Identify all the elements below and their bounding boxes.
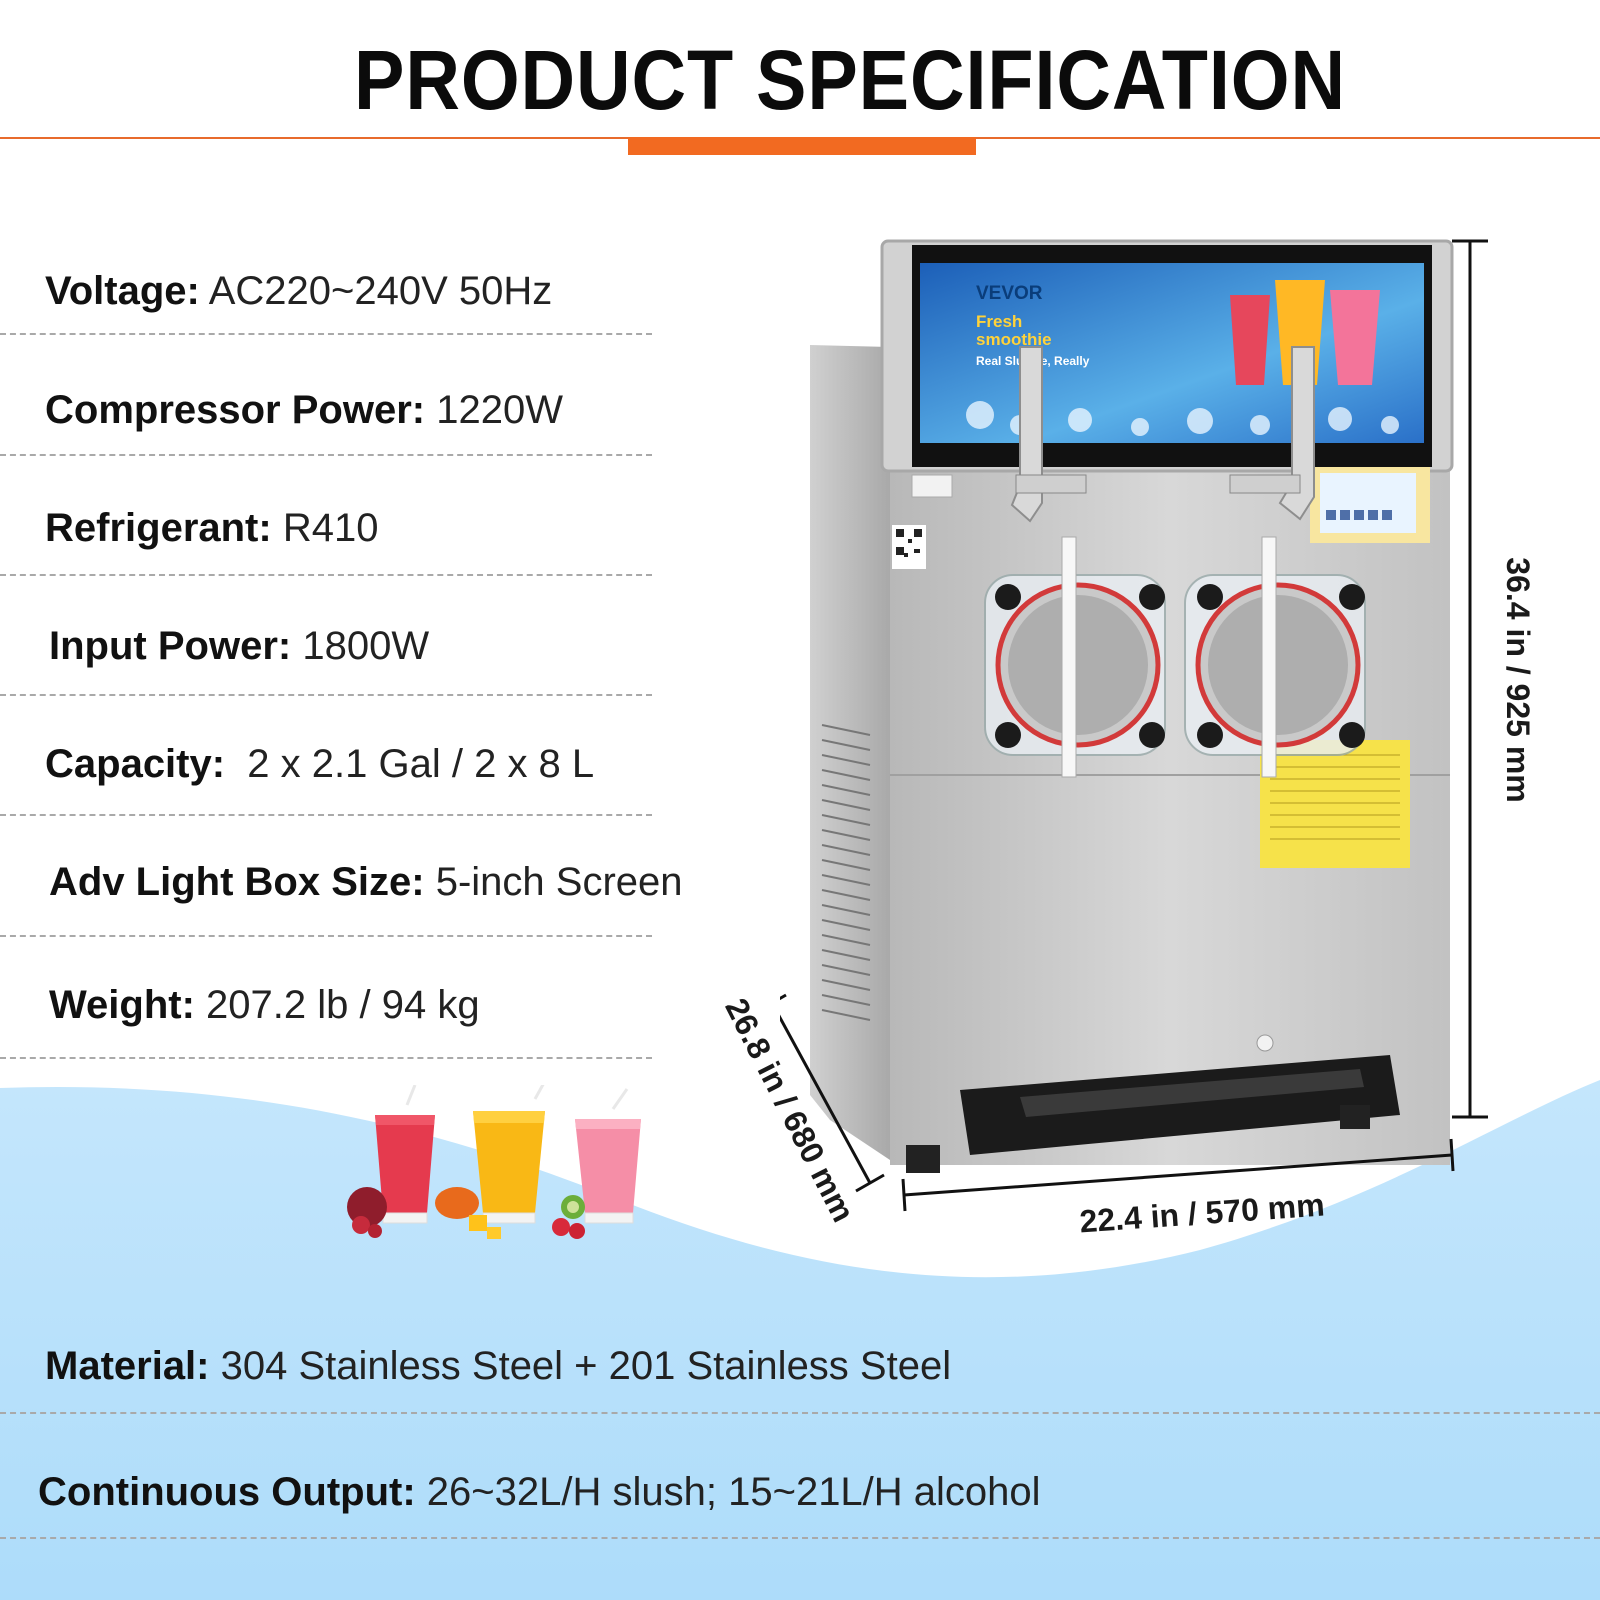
spec-label: Compressor Power: [45,388,426,432]
spec-divider [0,935,652,937]
spec-compressor-power: Compressor Power: 1220W [45,390,563,430]
screen-headline-2: smoothie [976,330,1052,349]
spec-value: AC220~240V 50Hz [208,269,553,313]
spec-label: Adv Light Box Size: [49,860,425,904]
spec-light-box-size: Adv Light Box Size: 5-inch Screen [49,862,683,902]
spec-value: 5-inch Screen [435,860,683,904]
spec-refrigerant: Refrigerant: R410 [45,508,378,548]
spec-value: 304 Stainless Steel + 201 Stainless Stee… [220,1344,952,1388]
spec-continuous-output: Continuous Output: 26~32L/H slush; 15~21… [38,1472,1041,1512]
spec-divider [0,454,652,456]
spec-voltage: Voltage: AC220~240V 50Hz [45,271,552,311]
spec-divider [0,1057,652,1059]
spec-label: Capacity: [45,742,226,786]
spec-divider [0,1412,1600,1414]
spec-value: R410 [282,506,379,550]
spec-label: Continuous Output: [38,1470,416,1514]
spec-value: 1800W [302,624,430,668]
spec-divider [0,574,652,576]
spec-value: 1220W [436,388,563,432]
title-accent-bar [628,137,976,155]
spec-value: 207.2 lb / 94 kg [206,983,480,1027]
spec-divider [0,1537,1600,1539]
spec-weight: Weight: 207.2 lb / 94 kg [49,985,480,1025]
smoothie-cups-image [347,1085,641,1239]
spec-divider [0,694,652,696]
dimension-height-label: 36.4 in / 925 mm [1500,557,1536,803]
spec-label: Weight: [49,983,195,1027]
spec-value: 26~32L/H slush; 15~21L/H alcohol [426,1470,1041,1514]
spec-label: Refrigerant: [45,506,272,550]
spec-label: Voltage: [45,269,200,313]
spec-divider [0,333,652,335]
page-title: PRODUCT SPECIFICATION [354,33,1346,127]
spec-divider [0,814,652,816]
slush-machine-image: VEVOR Fresh smoothie Real Slushie, Reall… [780,239,1488,1212]
spec-label: Material: [45,1344,210,1388]
spec-value: 2 x 2.1 Gal / 2 x 8 L [236,742,595,786]
spec-material: Material: 304 Stainless Steel + 201 Stai… [45,1346,951,1386]
screen-brand: VEVOR [976,283,1043,304]
spec-label: Input Power: [49,624,292,668]
screen-headline-1: Fresh [976,312,1022,331]
spec-capacity: Capacity: 2 x 2.1 Gal / 2 x 8 L [45,744,594,784]
spec-input-power: Input Power: 1800W [49,626,429,666]
